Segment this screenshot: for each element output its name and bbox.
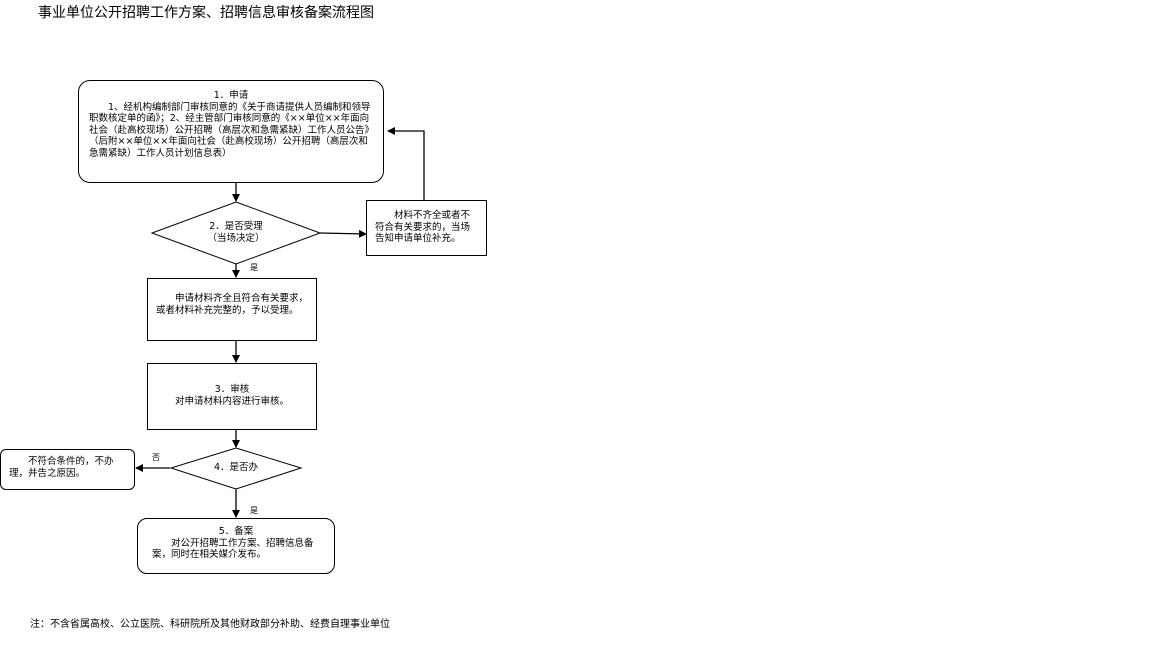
apply-text: 1、经机构编制部门审核同意的《关于商请提供人员编制和领导职数核定单的函》；2、经…: [89, 101, 371, 159]
review-text: 对申请材料内容进行审核。: [174, 395, 289, 407]
record-node: 5．备案 对公开招聘工作方案、招聘信息备案，同时在相关媒介发布。: [137, 518, 335, 574]
accept-decision-title: 2．是否受理: [209, 221, 263, 232]
handle-decision-diamond: [169, 447, 303, 490]
handle-decision-text: 4．是否办: [186, 462, 286, 474]
edge-label-yes-accept: 是: [250, 263, 258, 272]
apply-node: 1．申请 1、经机构编制部门审核同意的《关于商请提供人员编制和领导职数核定单的函…: [78, 80, 384, 183]
review-title: 3．审核: [214, 384, 250, 395]
edge-label-no-handle: 否: [152, 453, 160, 462]
accept-decision-diamond: [150, 201, 322, 265]
incomplete-node: 材料不齐全或者不符合有关要求的，当场告知申请单位补充。: [366, 200, 487, 256]
accepted-text: 申请材料齐全且符合有关要求，或者材料补充完整的，予以受理。: [156, 293, 309, 316]
edge-label-yes-handle: 是: [250, 506, 258, 515]
apply-title: 1．申请: [213, 90, 249, 101]
accept-decision-text: 2．是否受理 （当场决定）: [176, 221, 296, 244]
arrow-accept-to-incomplete: [319, 229, 367, 238]
handle-decision-title: 4．是否办: [213, 462, 259, 473]
record-title: 5．备案: [218, 526, 254, 537]
arrow-incomplete-to-apply: [387, 127, 425, 200]
reject-text: 不符合条件的，不办理，并告之原因。: [9, 456, 114, 479]
incomplete-text: 材料不齐全或者不符合有关要求的，当场告知申请单位补充。: [375, 210, 471, 244]
record-text: 对公开招聘工作方案、招聘信息备案，同时在相关媒介发布。: [152, 537, 314, 561]
page-title: 事业单位公开招聘工作方案、招聘信息审核备案流程图: [38, 5, 374, 21]
review-node: 3．审核 对申请材料内容进行审核。: [147, 363, 317, 430]
accepted-node: 申请材料齐全且符合有关要求，或者材料补充完整的，予以受理。: [147, 278, 317, 341]
footnote: 注：不含省属高校、公立医院、科研院所及其他财政部分补助、经费自理事业单位: [30, 619, 390, 630]
accept-decision-subtitle: （当场决定）: [207, 232, 265, 244]
reject-node: 不符合条件的，不办理，并告之原因。: [0, 449, 135, 490]
